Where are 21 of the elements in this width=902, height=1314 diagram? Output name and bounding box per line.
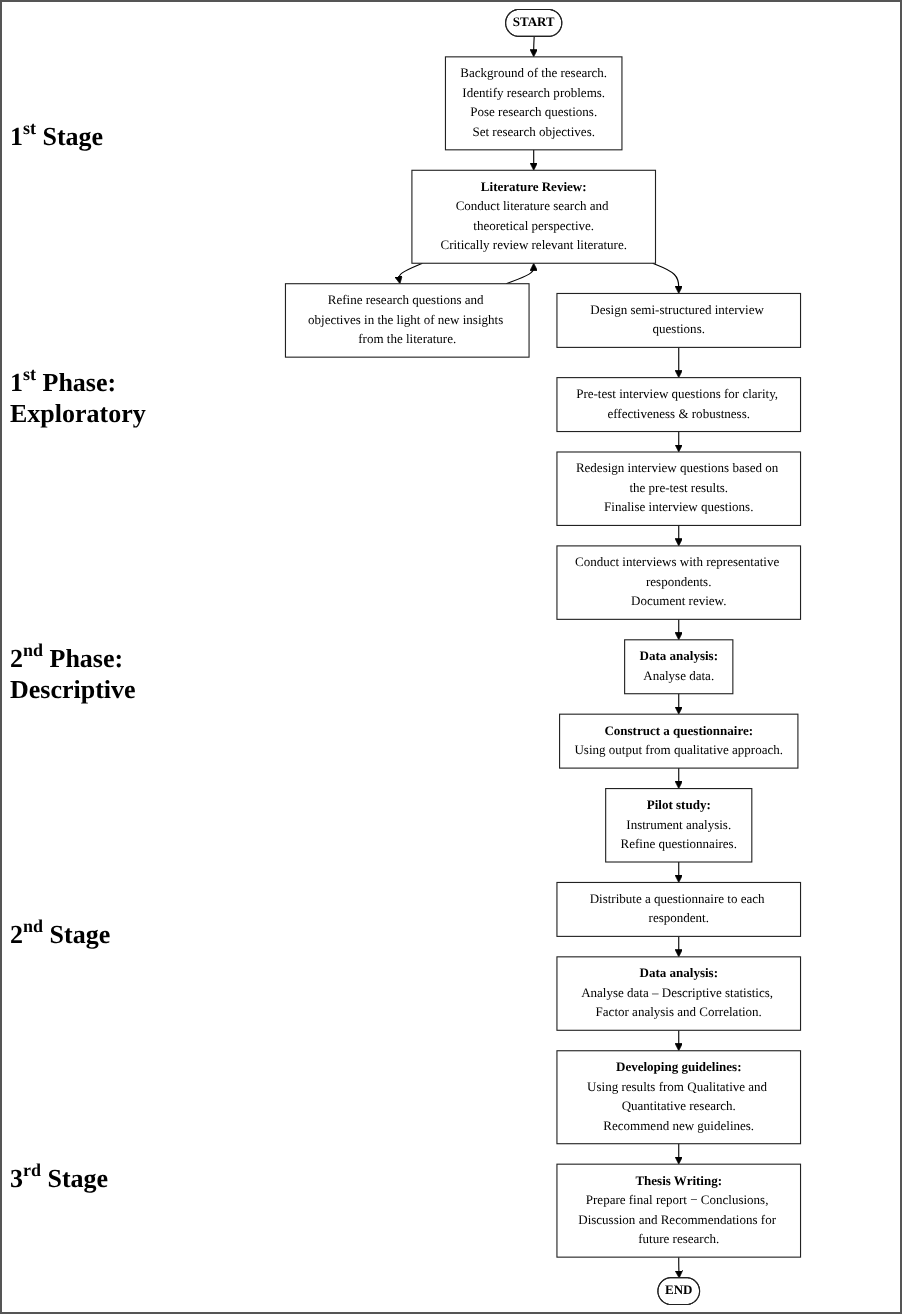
stage-label: 3$^{rd}$ Stage <box>10 1160 111 1195</box>
stage-label: 2$^{nd}$ Phase: Descriptive <box>10 639 138 707</box>
stage-label: 1$^{st}$ Phase: Exploratory <box>10 363 148 430</box>
arrow <box>529 149 538 171</box>
arrow <box>674 618 683 641</box>
arrow <box>674 1143 683 1165</box>
stage-label: 1$^{st}$ Stage <box>10 118 106 154</box>
arrow <box>674 524 683 547</box>
arrow <box>652 262 683 294</box>
arrow <box>674 346 683 378</box>
arrow <box>394 262 423 285</box>
arrow <box>674 767 683 789</box>
arrow <box>674 431 683 453</box>
arrow <box>674 935 683 958</box>
stage-label: 2$^{nd}$ Stage <box>10 915 113 951</box>
arrow <box>529 36 538 58</box>
arrow <box>674 1256 683 1279</box>
arrow <box>674 693 683 715</box>
arrow <box>674 861 683 883</box>
arrow <box>674 1029 683 1052</box>
arrow <box>505 262 538 285</box>
